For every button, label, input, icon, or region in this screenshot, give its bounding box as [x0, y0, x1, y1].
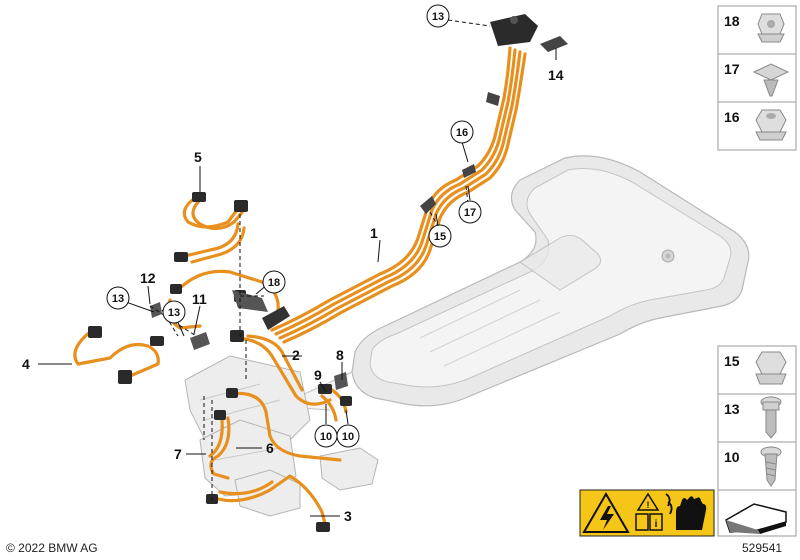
hv-cable-9 — [318, 384, 352, 422]
hv-cable-2 — [230, 330, 332, 406]
fastener-13-label: 13 — [724, 401, 740, 417]
callout-7: 7 — [174, 446, 182, 462]
direction-arrow-icon — [725, 503, 787, 534]
clip-nut-icon — [752, 63, 790, 97]
warning-triangle-icon: ! — [636, 492, 660, 511]
callout-9: 9 — [314, 367, 322, 383]
hv-cable-5 — [174, 192, 248, 264]
fastener-16-label: 16 — [724, 109, 740, 125]
callout-3: 3 — [344, 508, 352, 524]
glove-icon — [665, 493, 707, 530]
collar-nut-icon — [755, 351, 787, 385]
torx-bolt-icon — [760, 396, 782, 439]
callout-5: 5 — [194, 149, 202, 165]
cable-top-connector — [490, 14, 568, 52]
callout-13b: 13 — [168, 307, 180, 319]
hv-cable-main — [270, 46, 527, 344]
manual-info-icon: i — [635, 513, 663, 531]
callout-16: 16 — [456, 127, 468, 139]
copyright-text: © 2022 BMW AG — [6, 541, 98, 555]
fastener-15-label: 15 — [724, 353, 740, 369]
fastener-panel-top: 18 17 16 — [717, 5, 797, 151]
callout-2: 2 — [292, 347, 300, 363]
screw-icon — [760, 446, 782, 487]
callouts: 1 2 3 4 5 6 7 8 9 11 12 14 10 10 13 13 1… — [22, 4, 564, 524]
callout-10a: 10 — [320, 431, 332, 443]
fastener-10-label: 10 — [724, 449, 740, 465]
svg-text:!: ! — [647, 500, 650, 510]
diagram-number: 529541 — [742, 541, 783, 555]
callout-1: 1 — [370, 225, 378, 241]
callout-15: 15 — [434, 231, 446, 243]
callout-18: 18 — [268, 277, 280, 289]
callout-4: 4 — [22, 356, 30, 372]
flange-nut-icon — [757, 13, 785, 43]
fastener-18-label: 18 — [724, 13, 740, 29]
fastener-17-label: 17 — [724, 61, 740, 77]
hv-cable-3 — [206, 474, 330, 532]
warning-label: ! i — [579, 489, 715, 537]
hv-cable-6 — [226, 388, 342, 462]
callout-10b: 10 — [342, 431, 354, 443]
callout-8: 8 — [336, 347, 344, 363]
callout-11: 11 — [192, 291, 207, 307]
callout-6: 6 — [266, 440, 274, 456]
leader-lines — [38, 48, 557, 517]
callout-17: 17 — [464, 207, 476, 219]
callout-14: 14 — [548, 67, 564, 83]
callout-12: 12 — [140, 270, 156, 286]
callout-13c: 13 — [432, 11, 444, 23]
direction-arrow-box — [717, 489, 797, 537]
assembly-dashes — [149, 19, 491, 500]
fastener-panel-bottom: 15 13 10 — [717, 345, 797, 491]
callout-13a: 13 — [112, 293, 124, 305]
hv-cable-4 — [73, 326, 164, 384]
hex-nut-icon — [755, 109, 787, 141]
hv-cable-7 — [208, 410, 231, 480]
high-voltage-warning-icon — [582, 492, 630, 533]
svg-text:i: i — [655, 519, 658, 530]
